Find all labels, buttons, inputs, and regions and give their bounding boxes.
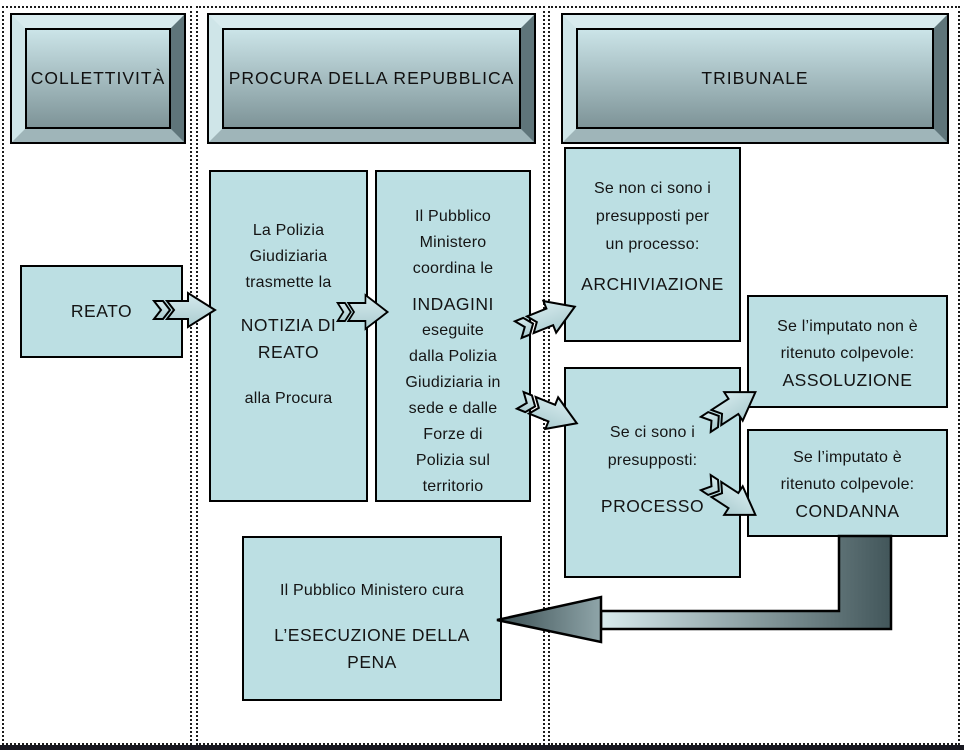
box-condanna: Se l’imputato è ritenuto colpevole: COND…: [747, 429, 948, 537]
box-esecuzione-pena: Il Pubblico Ministero cura L’ESECUZIONE …: [242, 536, 502, 701]
arrow-indagini-to-processo: [514, 390, 579, 431]
arrow-processo-to-assoluzione: [698, 391, 757, 434]
box-indagini-text: Il Pubblico Ministero coordina le: [412, 208, 494, 277]
header-face: PROCURA DELLA REPUBBLICA: [222, 28, 521, 129]
header-bevel: [209, 15, 534, 142]
arrow-processo-to-condanna: [698, 473, 757, 516]
box-assoluzione-keyword: ASSOLUZIONE: [782, 370, 913, 390]
box-indagini-keyword: INDAGINI: [412, 294, 494, 314]
box-condanna-keyword: CONDANNA: [795, 501, 900, 521]
box-archiviazione-keyword: ARCHIVIAZIONE: [581, 274, 724, 294]
box-condanna-text: Se l’imputato è ritenuto colpevole:: [780, 449, 915, 493]
box-notizia-text2: alla Procura: [244, 390, 333, 407]
box-reato-keyword: REATO: [70, 301, 133, 321]
arrow-indagini-to-archiviazione: [512, 299, 577, 340]
box-notizia-text: La Polizia Giudiziaria trasmette la: [245, 222, 332, 291]
header-tribunale: TRIBUNALE: [561, 13, 949, 144]
box-notizia-keyword: NOTIZIA DI REATO: [240, 315, 337, 362]
box-indagini: Il Pubblico Ministero coordina le INDAGI…: [375, 170, 531, 502]
lane-procura: [196, 6, 545, 745]
header-face: TRIBUNALE: [576, 28, 934, 129]
box-esecuzione-text: Il Pubblico Ministero cura: [280, 582, 464, 599]
lane-collettivita: [2, 6, 192, 745]
header-label-collettivita: COLLETTIVITÀ: [30, 68, 166, 88]
box-archiviazione: Se non ci sono i presupposti per un proc…: [564, 147, 741, 342]
header-bevel: [563, 15, 947, 142]
arrow-reato-to-notizia: [151, 291, 217, 329]
box-processo-text: Se ci sono i presupposti:: [607, 424, 698, 469]
bottom-border-bar: [0, 745, 964, 750]
box-reato: REATO: [20, 265, 183, 358]
header-bevel: [12, 15, 184, 142]
box-archiviazione-text: Se non ci sono i presupposti per un proc…: [593, 180, 712, 253]
box-assoluzione-text: Se l’imputato non è ritenuto colpevole:: [777, 318, 918, 362]
lane-tribunale: [548, 6, 960, 745]
header-procura: PROCURA DELLA REPUBBLICA: [207, 13, 536, 144]
box-esecuzione-keyword: L’ESECUZIONE DELLA PENA: [274, 625, 470, 672]
box-processo-keyword: PROCESSO: [600, 496, 705, 516]
arrow-notizia-to-indagini: [335, 293, 390, 331]
header-face: COLLETTIVITÀ: [25, 28, 171, 129]
header-label-tribunale: TRIBUNALE: [701, 68, 809, 88]
box-notizia-di-reato: La Polizia Giudiziaria trasmette la NOTI…: [209, 170, 368, 502]
header-collettivita: COLLETTIVITÀ: [10, 13, 186, 144]
box-assoluzione: Se l’imputato non è ritenuto colpevole: …: [747, 295, 948, 408]
box-indagini-text2: eseguite dalla Polizia Giudiziaria in se…: [405, 322, 501, 495]
header-label-procura: PROCURA DELLA REPUBBLICA: [228, 68, 515, 88]
